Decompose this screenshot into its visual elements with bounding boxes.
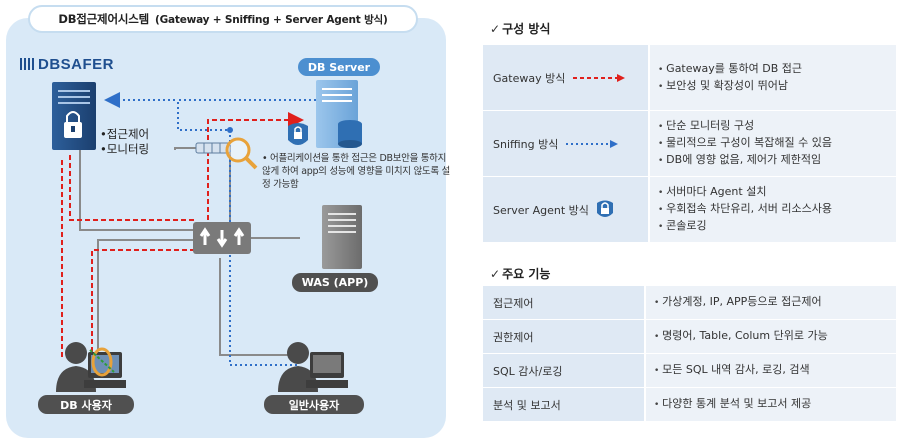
function-desc: 가상계정, IP, APP등으로 접근제어 (654, 294, 896, 311)
lock-icon (596, 200, 613, 217)
dbsafer-server-icon (52, 82, 96, 150)
list-item: 서버마다 Agent 설치 (658, 184, 896, 201)
method-name: Sniffing 방식 (493, 137, 559, 151)
sniff-point (227, 127, 233, 133)
function-desc: 다양한 통계 분석 및 보고서 제공 (654, 396, 896, 413)
blue-dotted-arrow-icon (566, 139, 619, 148)
general-user-icon (278, 342, 348, 392)
gateway-features: •접근제어 •모니터링 (100, 127, 149, 157)
functions-section-title: ✓주요 기능 (490, 265, 550, 282)
method-name: Server Agent 방식 (493, 203, 589, 217)
table-row: Gateway 방식 Gateway를 통하여 DB 접근 보안성 및 확장성이… (483, 44, 896, 111)
function-name: 분석 및 보고서 (483, 387, 645, 422)
method-gateway: Gateway 방식 (493, 70, 648, 86)
table-row: 접근제어 가상계정, IP, APP등으로 접근제어 (483, 285, 896, 320)
list-item: 우회접속 차단유리, 서버 리소스사용 (658, 201, 896, 218)
sniffing-tap-icon (195, 142, 231, 154)
diagram-title: DB접근제어시스템 (Gateway + Sniffing + Server A… (28, 5, 418, 33)
function-name: 권한제어 (483, 319, 645, 354)
app-bypass-note: • 어플리케이션을 통한 접근은 DB보안을 통하지 않게 하여 app의 성능… (262, 153, 450, 190)
architecture-diagram: DB접근제어시스템 (Gateway + Sniffing + Server A… (6, 5, 450, 438)
general-user-label: 일반사용자 (264, 395, 364, 414)
list-item: Gateway를 통하여 DB 접근 (658, 61, 896, 78)
feature-access-control: •접근제어 (100, 127, 150, 141)
list-item: DB에 영향 없음, 제어가 제한적임 (658, 152, 896, 169)
red-dashed-arrow-icon (573, 73, 626, 82)
function-name: 접근제어 (483, 285, 645, 320)
diagram-title-sub: (Gateway + Sniffing + Server Agent 방식) (154, 13, 388, 26)
table-row: Server Agent 방식 서버마다 Agent 설치 우회접속 차단유리,… (483, 176, 896, 243)
agent-lock-icon (288, 123, 308, 145)
check-icon: ✓ (490, 267, 501, 281)
network-switch-icon (193, 222, 251, 254)
list-item: 물리적으로 구성이 복잡해질 수 있음 (658, 135, 896, 152)
dbsafer-logo-icon (20, 58, 34, 70)
magnifier-icon (225, 137, 258, 170)
function-desc: 명령어, Table, Colum 단위로 가능 (654, 328, 896, 345)
sniffing-path (104, 92, 316, 366)
db-user-label: DB 사용자 (38, 395, 134, 414)
composition-title: 구성 방식 (502, 22, 551, 36)
db-server-icon (316, 80, 362, 148)
functions-table: 접근제어 가상계정, IP, APP등으로 접근제어 권한제어 명령어, Tab… (483, 285, 896, 422)
feature-monitoring: •모니터링 (100, 142, 150, 156)
diagram-canvas (6, 18, 446, 438)
was-label: WAS (APP) (292, 273, 378, 292)
check-icon: ✓ (490, 22, 501, 36)
db-server-label: DB Server (298, 58, 380, 76)
functions-title: 주요 기능 (502, 267, 551, 281)
method-server-agent: Server Agent 방식 (493, 199, 648, 221)
composition-table: Gateway 방식 Gateway를 통하여 DB 접근 보안성 및 확장성이… (483, 44, 896, 243)
list-item: 단순 모니터링 구성 (658, 118, 896, 135)
composition-section-title: ✓구성 방식 (490, 20, 550, 37)
was-server-icon (322, 205, 362, 269)
table-row: 분석 및 보고서 다양한 통계 분석 및 보고서 제공 (483, 387, 896, 422)
access-control-mark (89, 347, 115, 377)
diagram-title-main: DB접근제어시스템 (58, 12, 149, 26)
table-row: SQL 감사/로깅 모든 SQL 내역 감사, 로깅, 검색 (483, 353, 896, 388)
list-item: 보안성 및 확장성이 뛰어남 (658, 78, 896, 95)
method-sniffing: Sniffing 방식 (493, 136, 648, 152)
brand-name: DBSAFER (38, 56, 115, 73)
method-name: Gateway 방식 (493, 71, 566, 85)
list-item: 콘솔로깅 (658, 218, 896, 235)
function-name: SQL 감사/로깅 (483, 353, 645, 388)
brand-logo: DBSAFER (20, 56, 114, 73)
table-row: 권한제어 명령어, Table, Colum 단위로 가능 (483, 319, 896, 354)
function-desc: 모든 SQL 내역 감사, 로깅, 검색 (654, 362, 896, 379)
table-row: Sniffing 방식 단순 모니터링 구성 물리적으로 구성이 복잡해질 수 … (483, 110, 896, 177)
